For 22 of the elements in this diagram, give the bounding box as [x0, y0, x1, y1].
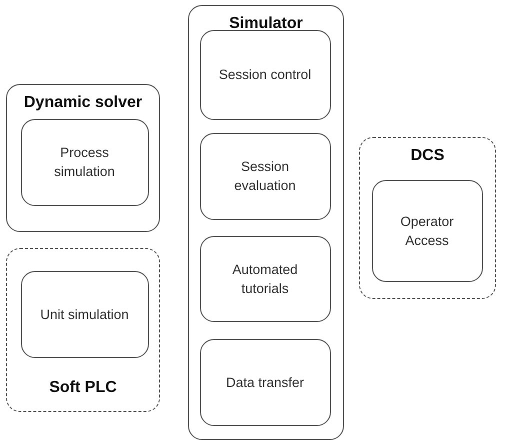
group-heading: DCS: [410, 146, 446, 165]
component-label: Process simulation: [53, 144, 116, 181]
component-box: [372, 180, 482, 282]
group-box: [6, 84, 160, 232]
component-box: [20, 118, 148, 206]
component-box: [200, 338, 330, 426]
component-label: Session evaluation: [233, 158, 297, 195]
component-label: Session control: [218, 66, 312, 84]
dashed-group-box: [6, 248, 160, 412]
component-box: [20, 270, 148, 358]
component-label: Automated tutorials: [231, 260, 299, 298]
group-heading: Soft PLC: [48, 378, 118, 397]
component-label: Unit simulation: [40, 306, 129, 324]
component-box: [200, 132, 330, 220]
group-box: [188, 5, 344, 440]
component-box: [200, 30, 330, 120]
component-label: Operator Access: [399, 212, 455, 250]
group-heading: Dynamic solver: [22, 93, 144, 112]
dashed-group-box: [359, 137, 496, 299]
group-heading: Simulator: [228, 14, 304, 33]
component-box: [200, 236, 330, 322]
component-label: Data transfer: [226, 374, 304, 392]
